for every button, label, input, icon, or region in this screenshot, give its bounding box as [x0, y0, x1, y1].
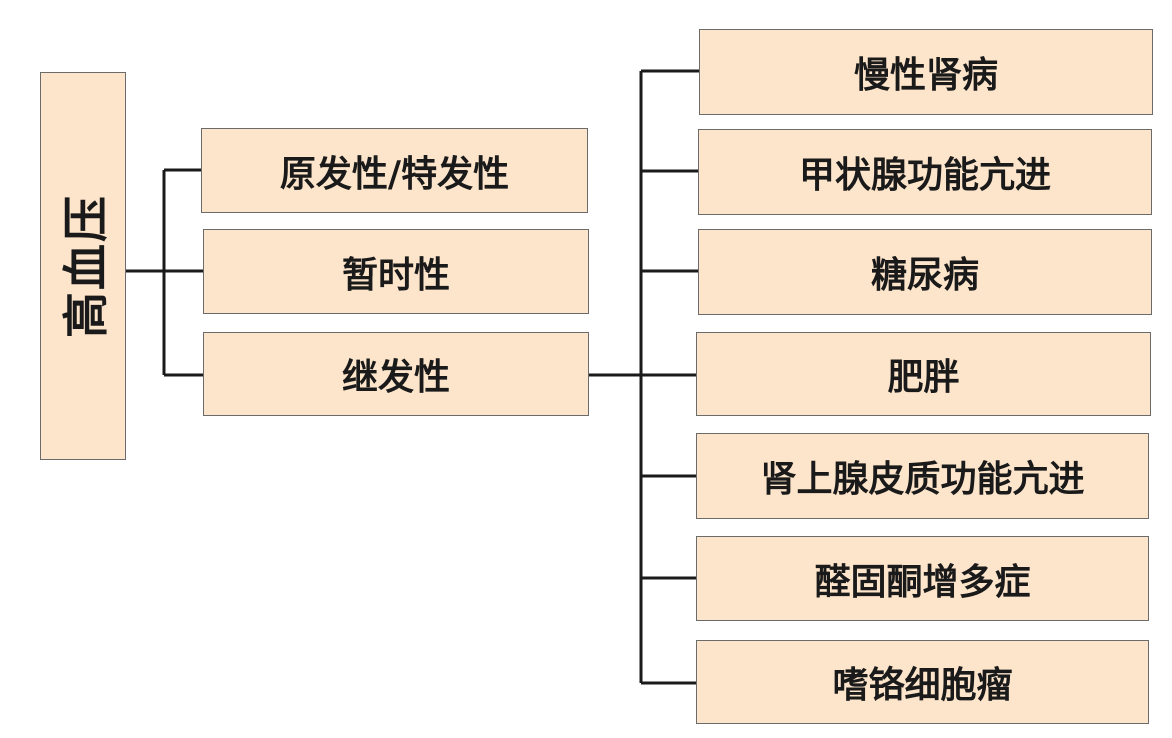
category-label: 继发性 — [341, 357, 450, 398]
cause-pheochromocytoma: 嗜铬细胞瘤 — [696, 640, 1149, 724]
cause-cushing: 肾上腺皮质功能亢进 — [696, 433, 1149, 519]
root-label: 高血压 — [59, 194, 113, 338]
cause-hyperthyroid: 甲状腺功能亢进 — [698, 129, 1152, 215]
root-node: 高血压 — [40, 72, 126, 460]
category-label: 原发性/特发性 — [279, 153, 510, 195]
category-temporary: 暂时性 — [203, 229, 589, 314]
cause-label: 甲状腺功能亢进 — [798, 155, 1051, 196]
category-primary: 原发性/特发性 — [201, 128, 588, 213]
cause-label: 醛固酮增多症 — [814, 561, 1031, 603]
category-secondary: 继发性 — [203, 332, 589, 416]
cause-ckd: 慢性肾病 — [699, 29, 1153, 115]
cause-label: 慢性肾病 — [853, 55, 998, 96]
cause-label: 肥胖 — [887, 357, 960, 398]
cause-label: 糖尿病 — [870, 255, 979, 296]
category-label: 暂时性 — [341, 254, 450, 296]
cause-obesity: 肥胖 — [696, 332, 1151, 416]
cause-label: 嗜铬细胞瘤 — [832, 665, 1013, 706]
cause-label: 肾上腺皮质功能亢进 — [760, 459, 1085, 500]
cause-aldosteronism: 醛固酮增多症 — [696, 536, 1149, 621]
cause-diabetes: 糖尿病 — [698, 229, 1152, 315]
